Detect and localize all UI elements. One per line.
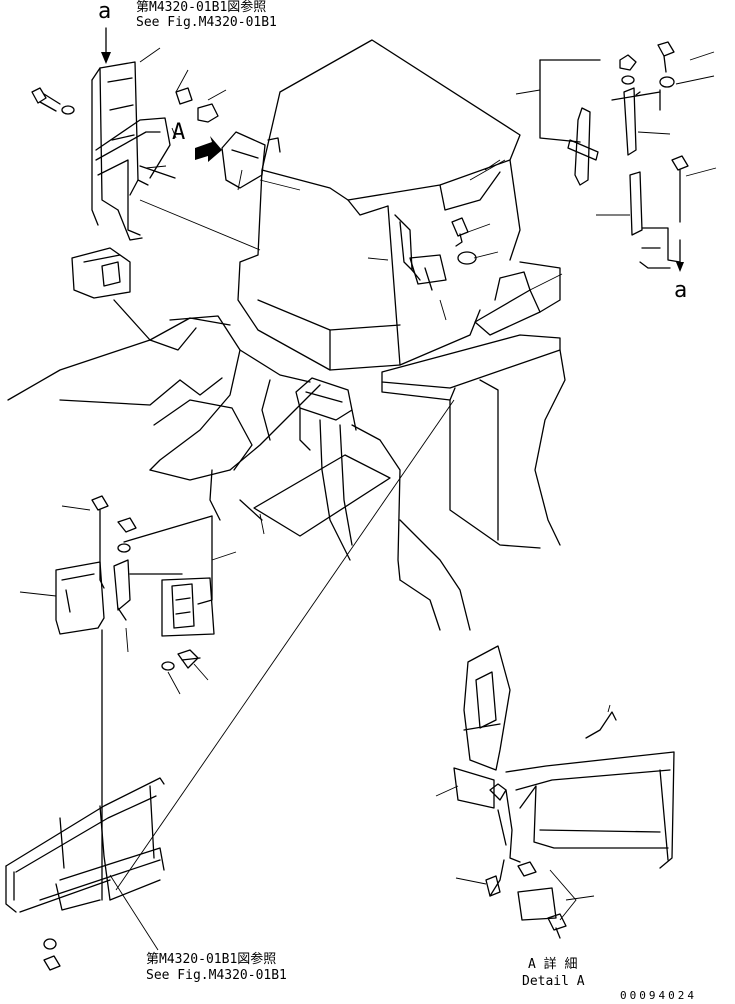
mirror-upper-right	[539, 41, 675, 186]
ref-bottom-en: See Fig.M4320-01B1	[146, 968, 287, 983]
leader-lower-ref	[109, 874, 159, 951]
ref-top-jp: 第M4320-01B1図参照	[136, 0, 267, 15]
fender-platform	[381, 261, 566, 631]
arrow-a-right-label: a	[674, 278, 688, 303]
ref-top-en: See Fig.M4320-01B1	[136, 15, 277, 30]
detail-a-en: Detail A	[522, 974, 585, 989]
bolt-cab-side	[451, 217, 469, 247]
side-step-bracket	[394, 214, 477, 291]
ref-bottom-jp: 第M4320-01B1図参照	[146, 952, 277, 967]
leader-handrail	[139, 199, 261, 251]
lower-step-parts	[55, 495, 215, 671]
arrow-a-top-label: a	[98, 0, 112, 24]
leader-step-to-chassis	[115, 399, 455, 891]
view-a-arrow	[171, 127, 177, 139]
mirror-bracket-a	[195, 131, 281, 189]
mirror-lower-right	[629, 155, 689, 272]
drawing-number: 00094024	[620, 989, 697, 1002]
arrow-a-top	[101, 27, 111, 64]
callout-leaders	[19, 47, 717, 901]
detail-a-view	[453, 645, 675, 939]
detail-a-jp: A 詳 細	[528, 957, 578, 972]
lower-step-frame	[5, 629, 165, 971]
cab-body	[237, 39, 521, 371]
view-a-label: A	[172, 120, 186, 145]
leader-bracket	[259, 179, 301, 191]
rear-bracket	[253, 377, 401, 581]
bolt-left	[31, 87, 75, 115]
cap-part	[175, 87, 219, 123]
left-handrail-assembly	[91, 61, 176, 241]
chassis-frame	[7, 247, 321, 521]
